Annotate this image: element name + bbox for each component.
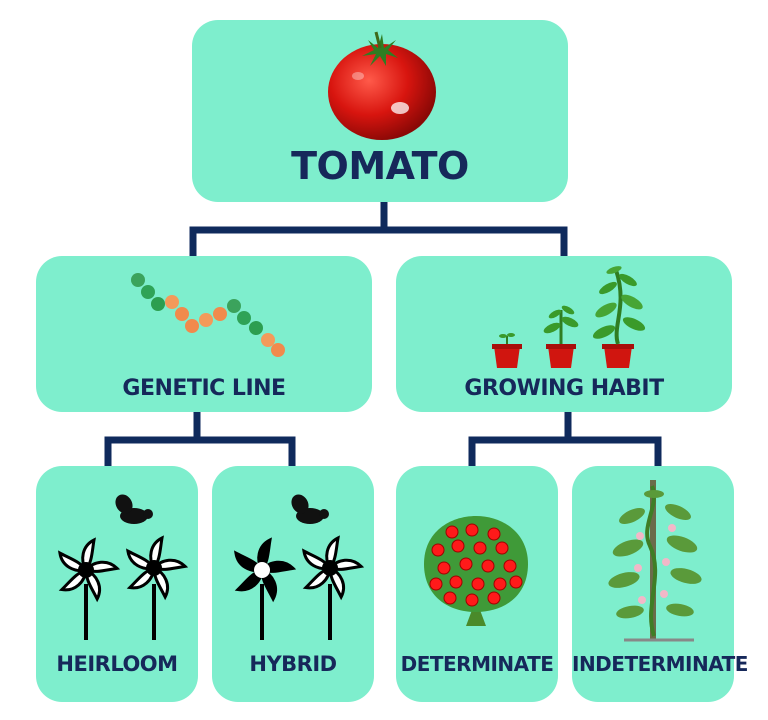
genetic-line-label: GENETIC LINE	[122, 376, 286, 401]
root-node-tomato: TOMATO	[192, 20, 568, 202]
hybrid-label: HYBRID	[249, 652, 337, 676]
leaf-node-determinate: DETERMINATE	[396, 466, 558, 702]
open-pollinated-flowers-icon	[58, 494, 189, 640]
plant-growth-stages-icon	[492, 266, 646, 368]
leaf-node-indeterminate: INDETERMINATE	[572, 466, 748, 702]
category-node-genetic-line: GENETIC LINE	[36, 256, 372, 412]
connector-root-to-categories	[189, 196, 568, 262]
vine-tomato-plant-icon	[608, 480, 702, 642]
determinate-label: DETERMINATE	[400, 652, 554, 676]
root-label: TOMATO	[291, 144, 469, 188]
dna-strand-icon	[131, 273, 285, 357]
heirloom-label: HEIRLOOM	[56, 652, 178, 676]
leaf-node-heirloom: HEIRLOOM	[36, 466, 198, 702]
indeterminate-label: INDETERMINATE	[572, 652, 748, 676]
connector-growing-habit-to-children	[468, 406, 662, 472]
cross-pollinated-flowers-icon	[234, 494, 365, 640]
connector-genetic-line-to-children	[104, 406, 296, 472]
growing-habit-label: GROWING HABIT	[464, 376, 664, 401]
leaf-node-hybrid: HYBRID	[212, 466, 374, 702]
bush-tomato-plant-icon	[424, 516, 528, 626]
tomato-icon	[328, 31, 436, 140]
category-node-growing-habit: GROWING HABIT	[396, 256, 732, 412]
